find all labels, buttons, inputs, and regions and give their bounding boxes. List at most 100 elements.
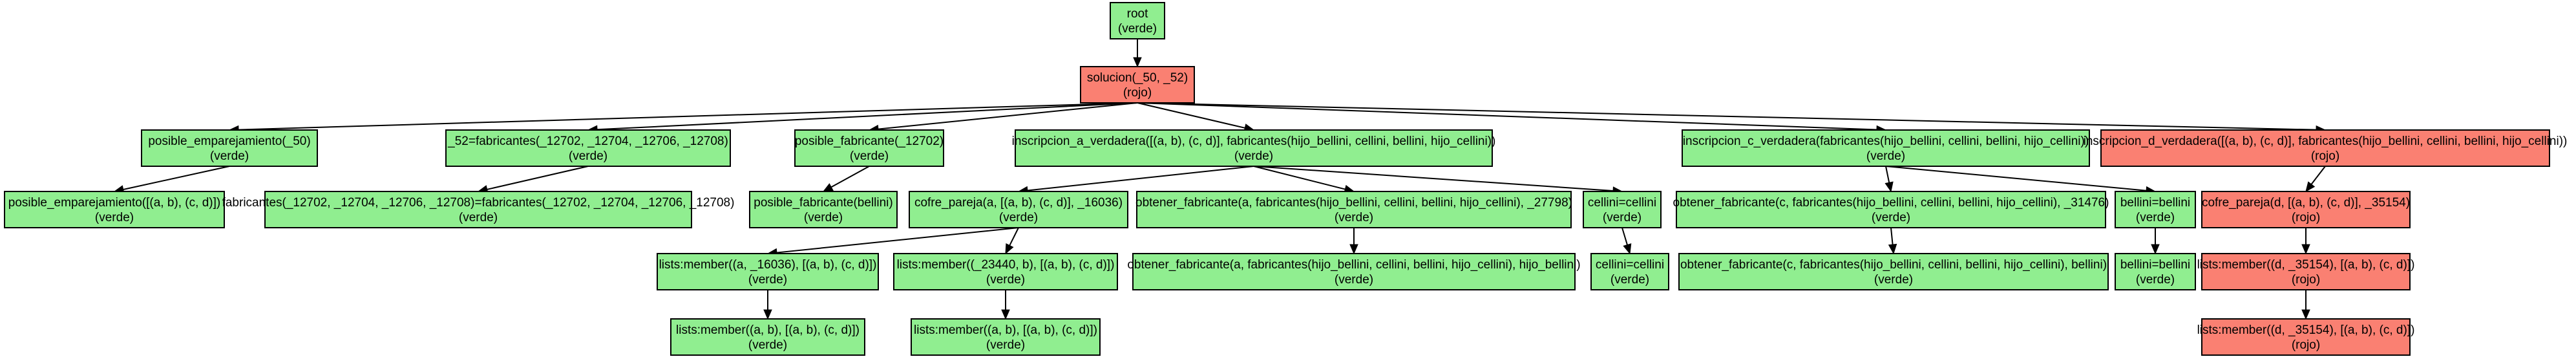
- node-label: cofre_pareja(d, [(a, b), (c, d)], _35154…: [2202, 196, 2410, 210]
- edge-n6-n15: [1885, 166, 2157, 195]
- node-label: posible_emparejamiento(_50): [148, 135, 310, 148]
- node-label: lists:member((d, _35154), [(a, b), (c, d…: [2197, 258, 2415, 272]
- edge-line: [487, 166, 589, 190]
- edge-n14-n21: [1888, 227, 1897, 255]
- edge-line: [1890, 227, 1894, 245]
- edge-line: [1137, 102, 1245, 129]
- tree-node-cellini-cellini: cellini=cellini(verde): [1583, 191, 1662, 228]
- edge-line: [596, 102, 1138, 131]
- tree-node-bellini-bellini: bellini=bellini(verde): [2115, 191, 2196, 228]
- nodes-layer: root(verde) solucion(_50, _52)(rojo)posib…: [4, 2, 2567, 356]
- node-status-label: (verde): [1335, 211, 1373, 224]
- node-box: [1682, 129, 2090, 167]
- tree-node-52-fabricantes-12702-12704-12706-12708: _52=fabricantes(_12702, _12704, _12706, …: [445, 129, 731, 167]
- node-label: cofre_pareja(a, [(a, b), (c, d)], _16036…: [914, 196, 1123, 210]
- node-box: [1136, 191, 1572, 228]
- node-status-label: (verde): [748, 338, 787, 352]
- node-label: posible_fabricante(bellini): [754, 196, 892, 210]
- edge-n5-n11: [1017, 166, 1254, 195]
- tree-node-root: root(verde): [1110, 2, 1165, 39]
- node-label: obtener_fabricante(c, fabricantes(hijo_b…: [1673, 196, 2109, 210]
- edge-line: [2310, 166, 2326, 185]
- arrowhead-icon: [2301, 244, 2310, 255]
- tree-node-posible-emparejamiento-a-b-c-d: posible_emparejamiento([(a, b), (c, d)])…: [4, 191, 225, 228]
- edge-n17-n24: [763, 290, 772, 320]
- node-status-label: (verde): [1872, 211, 1910, 224]
- node-status-label: (verde): [1874, 273, 1913, 287]
- edges-layer: [113, 39, 2327, 320]
- tree-node-obtener-fabricante-c-fabricantes-hijo-bellini-cellini-bellin: obtener_fabricante(c, fabricantes(hijo_b…: [1673, 191, 2109, 228]
- edge-line: [123, 166, 230, 190]
- node-status-label: (verde): [804, 211, 843, 224]
- node-box: [657, 253, 879, 290]
- arrowhead-icon: [763, 309, 772, 320]
- node-label: lists:member((a, b), [(a, b), (c, d)]): [914, 323, 1097, 337]
- node-status-label: (verde): [569, 149, 607, 163]
- edge-n2-n8: [113, 166, 230, 194]
- node-box: [1132, 253, 1576, 290]
- node-status-label: (verde): [1610, 273, 1649, 287]
- edge-n1-n7: [1137, 102, 2327, 135]
- edge-line: [1621, 227, 1628, 245]
- tree-node-lists-member-a-16036-a-b-c-d: lists:member((a, _16036), [(a, b), (c, d…: [657, 253, 879, 290]
- edge-n1-n5: [1137, 102, 1255, 133]
- node-box: [2115, 191, 2196, 228]
- node-box: [2201, 318, 2411, 356]
- node-box: [2201, 191, 2411, 228]
- edge-line: [1885, 166, 2147, 191]
- tree-node-solucion-50-52: solucion(_50, _52)(rojo): [1080, 66, 1195, 103]
- tree-node-lists-member-a-b-a-b-c-d: lists:member((a, b), [(a, b), (c, d)])(v…: [670, 318, 865, 356]
- tree-node-inscripcion-c-verdadera-fabricantes-hijo-bellini-cellini-bel: inscripcion_c_verdadera(fabricantes(hijo…: [1682, 129, 2090, 167]
- node-status-label: (verde): [95, 211, 134, 224]
- node-box: [2115, 253, 2196, 290]
- node-label: _52=fabricantes(_12702, _12704, _12706, …: [447, 135, 728, 148]
- tree-node-lists-member-a-b-a-b-c-d: lists:member((a, b), [(a, b), (c, d)])(v…: [911, 318, 1101, 356]
- edge-n6-n14: [1884, 166, 1894, 193]
- node-label: posible_fabricante(_12702): [795, 135, 944, 148]
- edge-line: [1009, 227, 1019, 246]
- node-box: [1080, 66, 1195, 103]
- edge-n15-n22: [2151, 228, 2160, 255]
- node-status-label: (rojo): [2292, 338, 2320, 352]
- edge-n13-n20: [1621, 227, 1632, 255]
- arrowhead-icon: [1884, 181, 1894, 193]
- edge-n7-n16: [2305, 166, 2326, 193]
- node-label: lists:member((a, b), [(a, b), (c, d)]): [676, 323, 860, 337]
- node-status-label: (verde): [1603, 211, 1642, 224]
- tree-node-bellini-bellini: bellini=bellini(verde): [2115, 253, 2196, 290]
- arrowhead-icon: [2305, 181, 2316, 193]
- node-label: obtener_fabricante(a, fabricantes(hijo_b…: [1127, 258, 1580, 272]
- tree-node-obtener-fabricante-a-fabricantes-hijo-bellini-cellini-bellin: obtener_fabricante(a, fabricantes(hijo_b…: [1135, 191, 1572, 228]
- edge-line: [776, 227, 1019, 254]
- edge-n23-n26: [2301, 290, 2310, 320]
- tree-node-obtener-fabricante-a-fabricantes-hijo-bellini-cellini-bellin: obtener_fabricante(a, fabricantes(hijo_b…: [1127, 253, 1581, 290]
- node-status-label: (verde): [986, 273, 1025, 287]
- arrowhead-icon: [1133, 57, 1142, 68]
- node-box: [1583, 191, 1662, 228]
- arrowhead-icon: [1005, 243, 1014, 255]
- edge-line: [878, 102, 1138, 130]
- tree-node-posible-emparejamiento-50: posible_emparejamiento(_50)(verde): [141, 129, 318, 167]
- node-status-label: (verde): [2136, 273, 2175, 287]
- node-label: posible_emparejamiento([(a, b), (c, d)]): [8, 196, 220, 210]
- edge-n1-n2: [228, 102, 1138, 135]
- edge-line: [238, 102, 1138, 131]
- arrowhead-icon: [2301, 309, 2310, 320]
- node-status-label: (verde): [2136, 211, 2175, 224]
- node-label: bellini=bellini: [2120, 196, 2190, 210]
- edge-n12-n19: [1349, 228, 1358, 255]
- node-box: [893, 253, 1118, 290]
- tree-node-obtener-fabricante-c-fabricantes-hijo-bellini-cellini-bellin: obtener_fabricante(c, fabricantes(hijo_b…: [1678, 253, 2109, 290]
- node-status-label: (rojo): [2292, 273, 2320, 287]
- arrowhead-icon: [1888, 243, 1897, 255]
- node-box: [4, 191, 225, 228]
- node-box: [909, 191, 1128, 228]
- node-box: [445, 129, 731, 167]
- node-status-label: (verde): [986, 338, 1025, 352]
- node-status-label: (rojo): [2292, 211, 2320, 224]
- node-box: [670, 318, 865, 356]
- node-box: [1110, 2, 1165, 39]
- node-status-label: (verde): [1335, 273, 1373, 287]
- arrowhead-icon: [1001, 309, 1010, 320]
